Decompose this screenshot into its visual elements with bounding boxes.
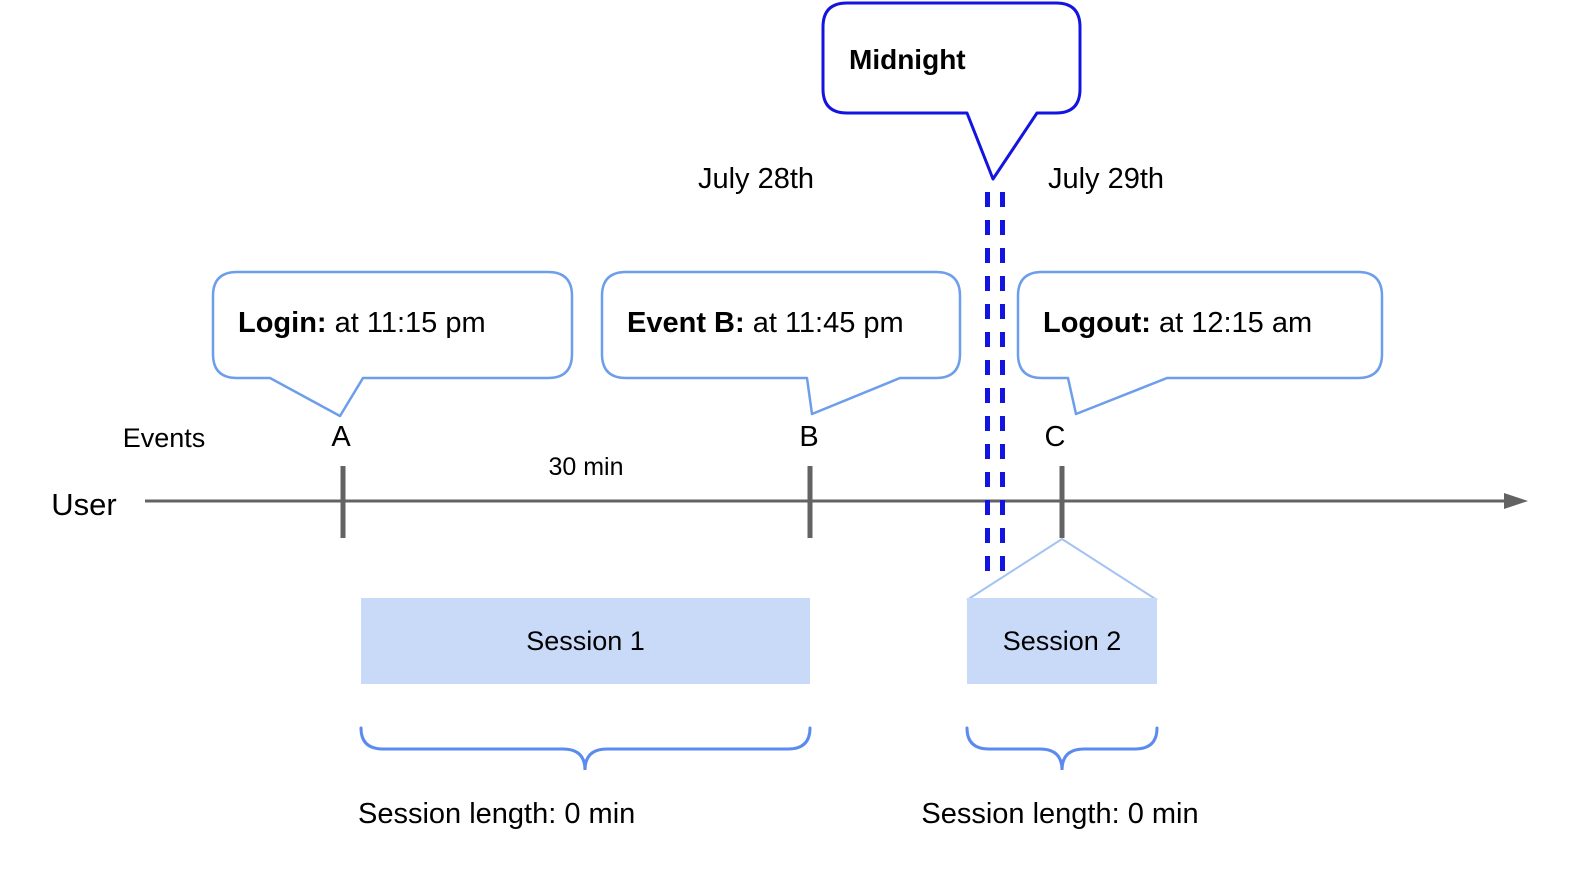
event-b-callout-bubble bbox=[600, 270, 962, 416]
interval-30min-label: 30 min bbox=[548, 453, 624, 481]
login-callout-text: Login: at 11:15 pm bbox=[238, 307, 486, 340]
user-axis-label: User bbox=[51, 487, 117, 522]
midnight-callout-label: Midnight bbox=[849, 44, 966, 75]
session1-length-label: Session length: 0 min bbox=[358, 798, 636, 830]
session1-box-label: Session 1 bbox=[526, 625, 645, 656]
event-b-callout-time: at 11:45 pm bbox=[744, 307, 904, 339]
session1-length-brace bbox=[359, 726, 812, 771]
logout-callout-title: Logout: bbox=[1043, 307, 1151, 339]
event-c-letter: C bbox=[1044, 421, 1066, 453]
date-label-july-28: July 28th bbox=[697, 163, 815, 195]
session1-box: Session 1 bbox=[361, 598, 810, 684]
event-b-letter: B bbox=[799, 421, 819, 453]
session2-box: Session 2 bbox=[967, 598, 1157, 684]
logout-callout-text: Logout: at 12:15 am bbox=[1043, 307, 1312, 340]
logout-callout-bubble bbox=[1016, 270, 1384, 416]
timeline-arrowhead-icon bbox=[1504, 493, 1528, 509]
session2-length-label: Session length: 0 min bbox=[921, 798, 1199, 830]
logout-callout-time: at 12:15 am bbox=[1150, 307, 1313, 339]
session2-funnel-lines bbox=[966, 537, 1158, 601]
login-callout-time: at 11:15 pm bbox=[326, 307, 486, 339]
session2-length-brace bbox=[965, 726, 1159, 771]
date-label-july-29: July 29th bbox=[1047, 163, 1165, 195]
event-a-letter: A bbox=[331, 421, 351, 453]
event-b-callout-title: Event B: bbox=[627, 307, 745, 339]
events-axis-label: Events bbox=[122, 423, 206, 453]
session2-box-label: Session 2 bbox=[1002, 625, 1122, 656]
event-b-callout-text: Event B: at 11:45 pm bbox=[627, 307, 904, 340]
login-callout-bubble bbox=[211, 270, 574, 418]
login-callout-title: Login: bbox=[238, 307, 327, 339]
midnight-callout-bubble bbox=[821, 1, 1082, 181]
